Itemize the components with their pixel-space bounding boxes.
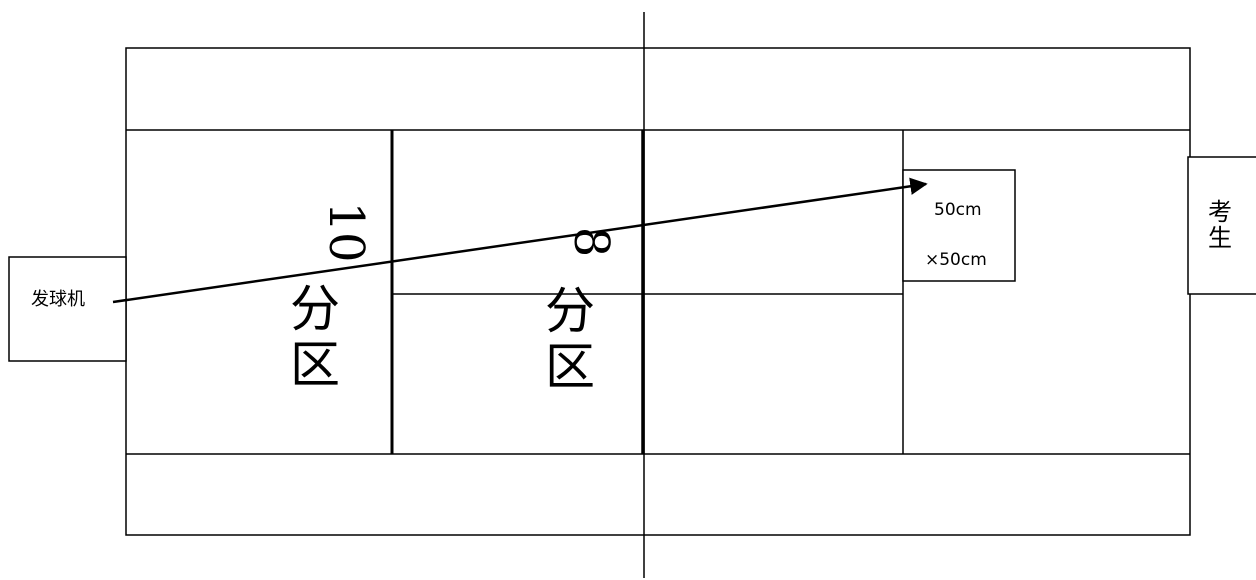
target-size-line2: ×50cm [925,250,987,270]
ball-machine-label: 发球机 [31,289,85,310]
examinee-label-2: 生 [1208,224,1232,252]
examinee-label-1: 考 [1208,198,1232,226]
zone8-number: 8 [563,227,619,258]
ball-trajectory-arrow [112,177,928,304]
examinee-box [1187,156,1256,295]
zone8-label-2: 区 [545,338,595,396]
court-outline [125,47,1191,536]
zone10-label-2: 区 [290,336,340,394]
target-size-line1: 50cm [934,200,982,220]
ball-machine-box [8,256,127,362]
zone10-number: 10 [318,201,374,262]
zone10-label-1: 分 [290,280,340,338]
zone8-label-1: 分 [545,282,595,340]
